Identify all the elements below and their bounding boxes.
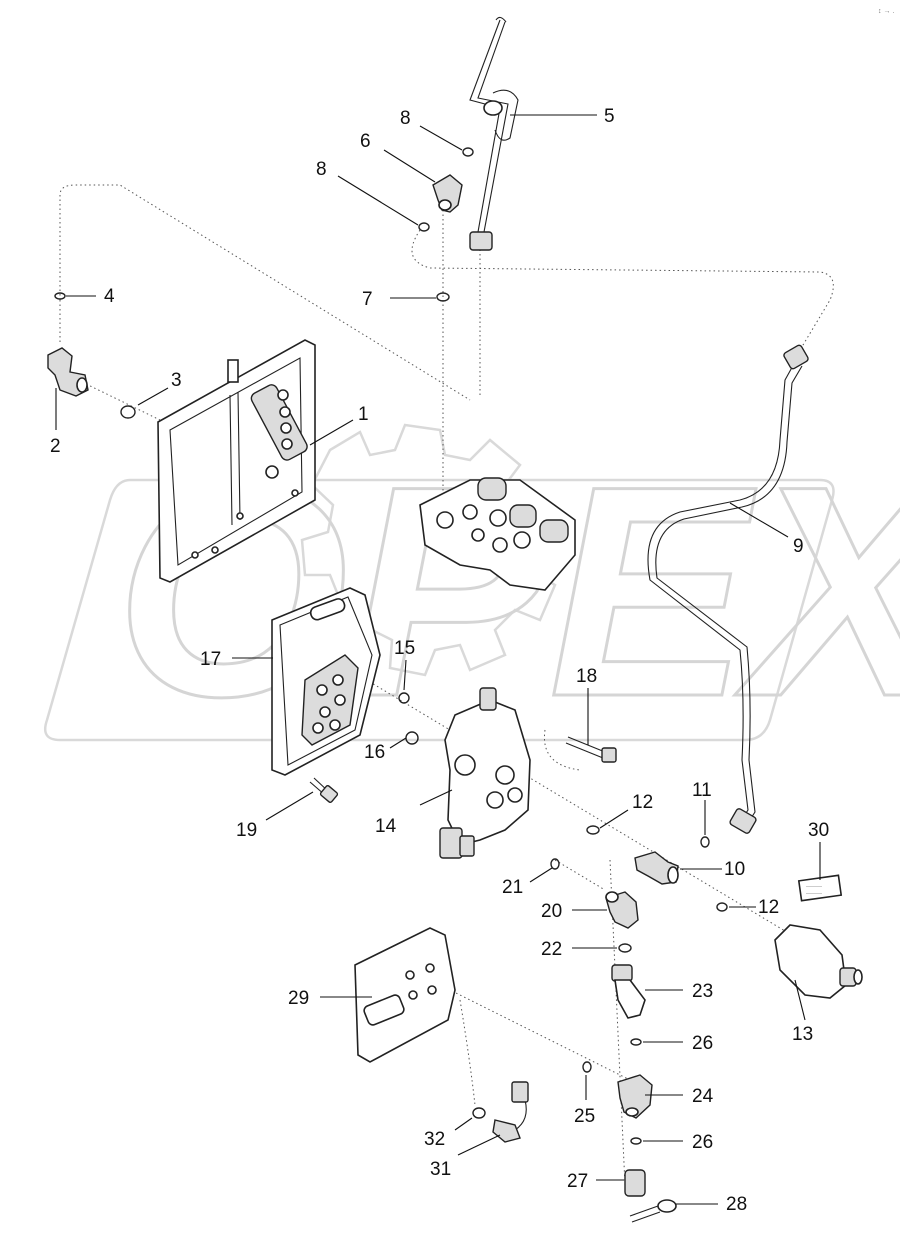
assembly-line-lower-plate	[439, 984, 631, 1106]
callout-7: 7	[362, 289, 373, 310]
o-ring-part-22	[618, 943, 632, 953]
callout-11: 11	[692, 780, 712, 801]
callout-6: 6	[360, 131, 371, 152]
o-ring-part-4	[54, 292, 66, 300]
valve-block-assembly	[419, 477, 576, 591]
fitting-part-10	[634, 851, 679, 885]
o-ring-part-26-upper	[630, 1038, 642, 1046]
watermark-band	[43, 478, 835, 742]
o-ring-part-26-lower	[630, 1137, 642, 1145]
corner-mark: ↕ → .	[878, 8, 894, 15]
o-ring-part-12-upper	[586, 825, 600, 835]
strap-part-28	[629, 1199, 677, 1223]
callout-23: 23	[692, 981, 713, 1002]
o-ring-part-32	[472, 1107, 486, 1119]
cap-part-27	[624, 1169, 646, 1197]
adapter-part-23	[611, 964, 646, 1019]
label-card-part-30: ———— ————	[797, 874, 843, 902]
callout-20: 20	[541, 901, 562, 922]
fitting-part-2	[47, 347, 89, 397]
assembly-line-fitting-2	[59, 300, 161, 421]
valve-section-part-14	[439, 687, 531, 859]
callout-13: 13	[792, 1024, 813, 1045]
callout-9: 9	[793, 536, 804, 557]
callout-26-upper: 26	[692, 1033, 713, 1054]
o-ring-part-3	[120, 405, 136, 419]
callout-14: 14	[375, 816, 397, 837]
tee-fitting-part-24	[617, 1074, 653, 1119]
o-ring-part-25	[582, 1061, 592, 1073]
accumulator-part-13	[774, 924, 863, 999]
callout-30: 30	[808, 820, 829, 841]
callout-10: 10	[724, 859, 745, 880]
leader-lines	[55, 114, 821, 1205]
sensor-part-31	[492, 1081, 529, 1143]
watermark-gear-outline	[300, 423, 557, 677]
callout-labels: 1 2 3 4 5 6 7 8 8 9 10 11 12 12 13 14 15…	[50, 106, 829, 1215]
callout-21: 21	[502, 877, 523, 898]
o-ring-part-21	[550, 858, 560, 870]
o-ring-part-8-upper	[462, 147, 474, 157]
callout-8-upper: 8	[400, 108, 411, 129]
callout-17: 17	[200, 649, 221, 670]
assembly-line-pipe-loop	[411, 229, 834, 395]
callout-31: 31	[430, 1159, 451, 1180]
assembly-line-plate-to-accumulator	[349, 669, 801, 941]
label-card-line-1: ————	[806, 883, 822, 888]
callout-3: 3	[171, 370, 182, 391]
bolt-part-19	[309, 777, 339, 803]
elbow-part-20	[605, 891, 639, 929]
callout-1: 1	[358, 404, 369, 425]
callout-12-upper: 12	[632, 792, 653, 813]
elbow-fitting-part-6	[432, 174, 463, 213]
label-card-line-2: ————	[806, 890, 822, 895]
callout-25: 25	[574, 1106, 595, 1127]
callout-16: 16	[364, 742, 385, 763]
callout-29: 29	[288, 988, 309, 1009]
screw-part-18	[565, 736, 617, 763]
o-ring-part-12-lower	[716, 902, 728, 912]
callout-18: 18	[576, 666, 597, 687]
callout-24: 24	[692, 1086, 714, 1107]
pipe-part-5	[469, 16, 519, 251]
pipe-part-9	[647, 344, 809, 834]
callout-19: 19	[236, 820, 257, 841]
cover-frame-part-1	[157, 339, 316, 583]
o-ring-part-8-lower	[418, 222, 430, 232]
callout-4: 4	[104, 286, 115, 307]
callout-27: 27	[567, 1171, 588, 1192]
callout-15: 15	[394, 638, 415, 659]
assembly-lines	[59, 184, 834, 1186]
callout-2: 2	[50, 436, 61, 457]
callout-32: 32	[424, 1129, 445, 1150]
o-ring-part-11	[700, 836, 710, 848]
callout-28: 28	[726, 1194, 747, 1215]
callout-12-lower: 12	[758, 897, 779, 918]
callout-8-lower: 8	[316, 159, 327, 180]
callout-22: 22	[541, 939, 562, 960]
o-ring-part-15	[398, 692, 410, 704]
callout-26-lower: 26	[692, 1132, 713, 1153]
callout-5: 5	[604, 106, 615, 127]
plate-part-17	[271, 587, 381, 776]
o-ring-part-7	[436, 292, 450, 302]
cover-plate-part-29	[354, 927, 456, 1063]
